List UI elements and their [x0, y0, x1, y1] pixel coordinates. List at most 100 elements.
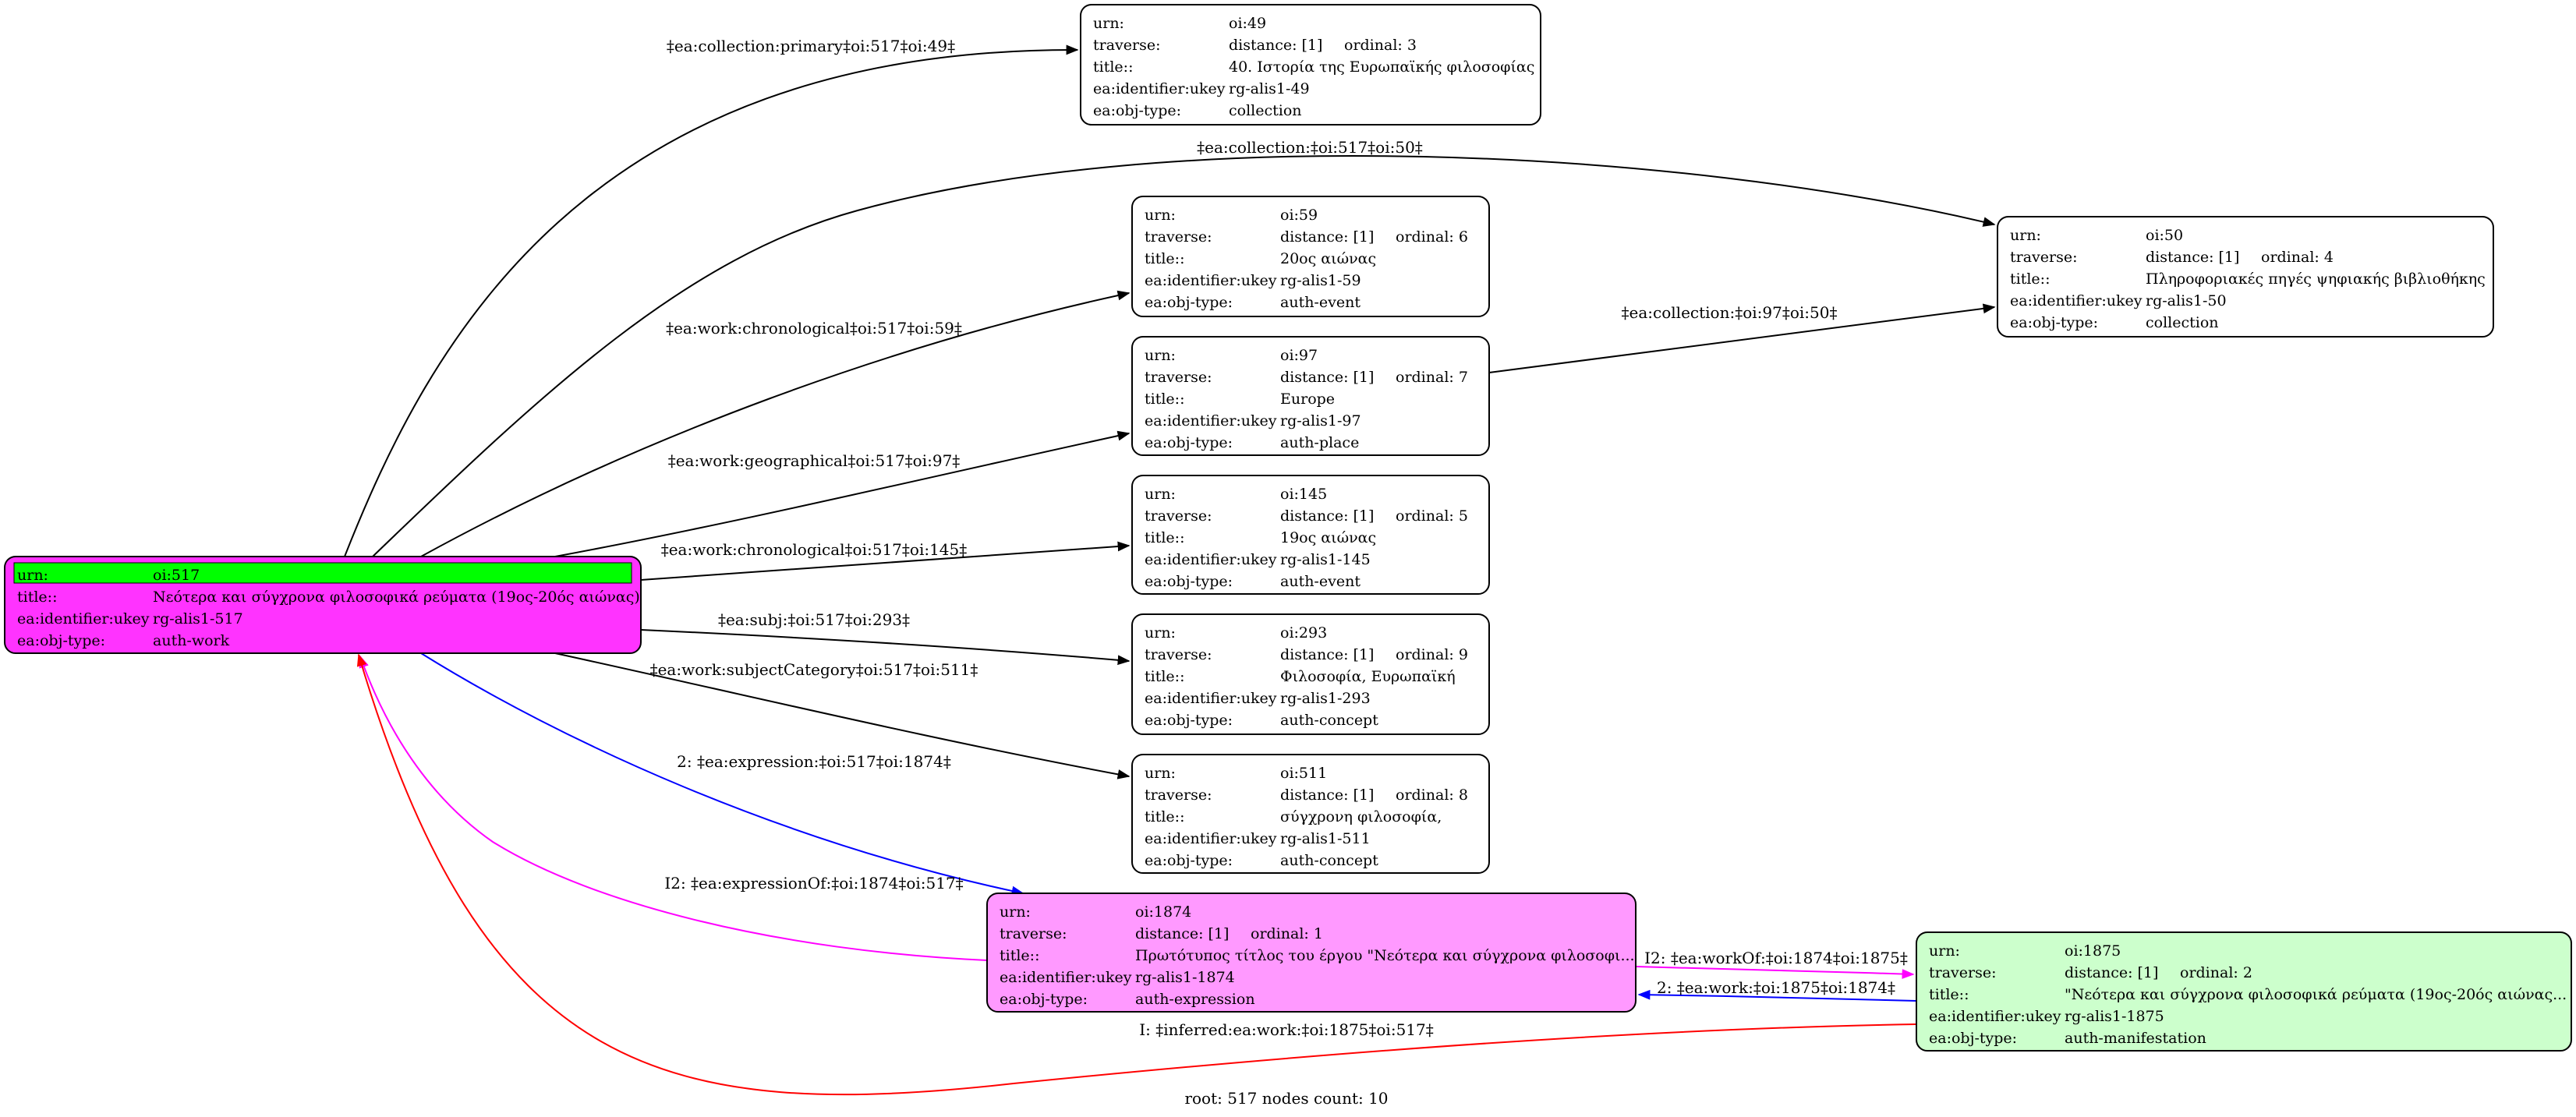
edge-e-517-97: ‡ea:work:geographical‡oi:517‡oi:97‡ [554, 430, 1131, 557]
edge-label: ‡ea:collection:‡oi:517‡oi:50‡ [1197, 138, 1423, 157]
node-value: oi:511 [1280, 765, 1327, 782]
node-value: Νεότερα και σύγχρονα φιλοσοφικά ρεύματα … [153, 589, 640, 606]
node-key: ea:identifier:ukey [1093, 80, 1226, 97]
edge-label: I2: ‡ea:workOf:‡oi:1874‡oi:1875‡ [1644, 949, 1908, 967]
node-value: oi:97 [1280, 347, 1318, 364]
node-value: oi:145 [1280, 486, 1327, 503]
node-value: Europe [1280, 391, 1335, 408]
node-box [1916, 931, 2572, 1052]
node-key: urn: [1145, 347, 1176, 364]
node-key: title:: [17, 589, 57, 606]
edge-line [420, 652, 1024, 896]
node-value: auth-concept [1280, 852, 1378, 869]
node-key: title:: [1145, 250, 1184, 267]
node-key: title:: [1145, 391, 1184, 408]
node-value: distance: [1] [1280, 786, 1374, 804]
node-key: ea:obj-type: [1929, 1030, 2017, 1047]
edge-line [356, 653, 1917, 1096]
node-value: Πρωτότυπος τίτλος του έργου "Νεότερα και… [1135, 947, 1635, 964]
node-value: oi:59 [1280, 207, 1318, 224]
node-key: traverse: [1145, 646, 1212, 663]
node-key: urn: [1000, 903, 1031, 921]
node-value-ordinal: ordinal: 6 [1396, 228, 1468, 246]
node-value: oi:1874 [1135, 903, 1191, 921]
node-value: rg-alis1-1874 [1135, 969, 1235, 986]
node-value: 19ος αιώνας [1280, 529, 1376, 546]
node-value-ordinal: ordinal: 5 [1396, 507, 1468, 525]
edge-label: 2: ‡ea:work:‡oi:1875‡oi:1874‡ [1657, 978, 1895, 997]
node-key: ea:obj-type: [2010, 314, 2098, 331]
edge-line [640, 629, 1131, 666]
node-key: ea:identifier:ukey [1929, 1008, 2061, 1025]
edge-line [359, 655, 988, 961]
edge-line [344, 44, 1079, 557]
node-key: title:: [1000, 947, 1039, 964]
node-key: ea:obj-type: [1093, 102, 1181, 119]
node-value: σύγχρονη φιλοσοφία, [1280, 808, 1442, 825]
edge-e-517-1874: 2: ‡ea:expression:‡oi:517‡oi:1874‡ [420, 652, 1024, 896]
node-box [1131, 754, 1490, 874]
node-key: urn: [1929, 942, 1960, 960]
node-value: distance: [1] [1280, 228, 1374, 246]
node-key: traverse: [1000, 925, 1067, 942]
edge-e-1875-1874: 2: ‡ea:work:‡oi:1875‡oi:1874‡ [1637, 978, 1917, 1002]
node-key: ea:identifier:ukey [1145, 272, 1277, 289]
node-value: auth-expression [1135, 991, 1255, 1008]
edge-line [420, 290, 1131, 557]
node-value: rg-alis1-517 [153, 610, 243, 627]
node-key: ea:obj-type: [1145, 712, 1233, 729]
edge-e-517-145: ‡ea:work:chronological‡oi:517‡oi:145‡ [640, 540, 1131, 581]
node-value-ordinal: ordinal: 4 [2261, 249, 2334, 266]
node-header-highlight [13, 562, 632, 584]
edge-e-517-293: ‡ea:subj:‡oi:517‡oi:293‡ [640, 610, 1131, 666]
node-value: auth-place [1280, 434, 1359, 451]
node-box [1131, 613, 1490, 735]
edge-line [640, 541, 1131, 581]
node-box [1080, 4, 1541, 125]
node-value: 20ος αιώνας [1280, 250, 1376, 267]
node-value: distance: [1] [2146, 249, 2239, 266]
node-key: ea:obj-type: [1145, 294, 1233, 311]
node-value: distance: [1] [2065, 964, 2158, 981]
node-key: urn: [1145, 765, 1176, 782]
edge-label: 2: ‡ea:expression:‡oi:517‡oi:1874‡ [677, 752, 951, 771]
node-key: urn: [1145, 207, 1176, 224]
node-value: distance: [1] [1229, 37, 1322, 54]
node-value: oi:293 [1280, 624, 1327, 642]
node-key: ea:obj-type: [1145, 852, 1233, 869]
edge-e-1874-1875: I2: ‡ea:workOf:‡oi:1874‡oi:1875‡ [1635, 949, 1915, 979]
node-value: auth-work [153, 632, 230, 649]
edge-e-517-59: ‡ea:work:chronological‡oi:517‡oi:59‡ [420, 290, 1131, 557]
node-value-ordinal: ordinal: 2 [2180, 964, 2252, 981]
node-key: traverse: [1145, 228, 1212, 246]
edge-label: ‡ea:work:chronological‡oi:517‡oi:145‡ [661, 540, 968, 559]
node-value: distance: [1] [1135, 925, 1229, 942]
node-value: rg-alis1-59 [1280, 272, 1361, 289]
node-key: ea:obj-type: [1145, 434, 1233, 451]
node-value: Πληροφοριακές πηγές ψηφιακής βιβλιοθήκης [2146, 270, 2486, 288]
node-value-ordinal: ordinal: 8 [1396, 786, 1468, 804]
node-value: 40. Ιστορία της Ευρωπαϊκής φιλοσοφίας [1229, 58, 1534, 76]
edge-line [554, 652, 1131, 779]
node-key: ea:identifier:ukey [17, 610, 150, 627]
node-key: traverse: [1093, 37, 1161, 54]
node-value-ordinal: ordinal: 7 [1396, 369, 1468, 386]
edge-label: ‡ea:work:subjectCategory‡oi:517‡oi:511‡ [650, 660, 978, 679]
node-key: ea:identifier:ukey [1145, 690, 1277, 707]
node-key: urn: [17, 567, 48, 584]
node-key: title:: [1145, 668, 1184, 685]
edge-e-1875-517: I: ‡inferred:ea:work:‡oi:1875‡oi:517‡ [356, 653, 1917, 1096]
node-key: title:: [1093, 58, 1133, 76]
edge-label: ‡ea:collection:primary‡oi:517‡oi:49‡ [667, 37, 955, 55]
node-key: traverse: [1145, 369, 1212, 386]
node-value: distance: [1] [1280, 646, 1374, 663]
node-key: ea:obj-type: [1000, 991, 1088, 1008]
node-value: rg-alis1-1875 [2065, 1008, 2164, 1025]
edge-e-1874-517: I2: ‡ea:expressionOf:‡oi:1874‡oi:517‡ [359, 655, 988, 961]
node-value: distance: [1] [1280, 507, 1374, 525]
